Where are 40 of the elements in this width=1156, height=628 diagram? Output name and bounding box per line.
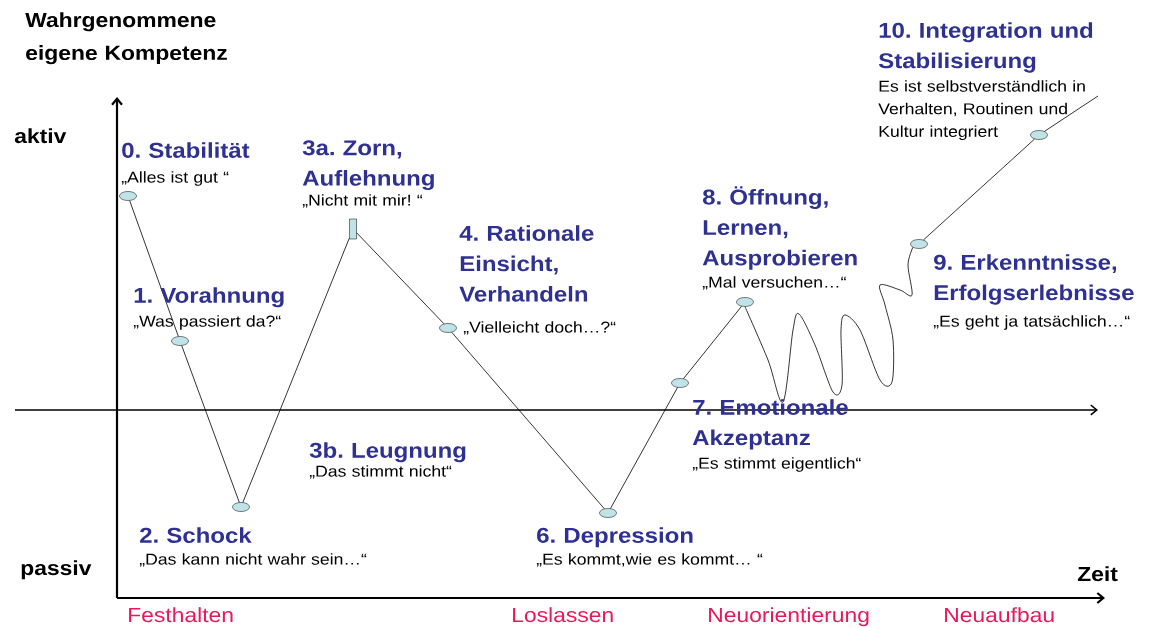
quote-text: „Mal versuchen…“ [702, 276, 846, 290]
phase-label: Neuaufbau [945, 607, 1054, 623]
phase-title: 10. Integration und Stabilisierung [878, 22, 1093, 73]
phase-title: 6. Depression [537, 527, 693, 548]
quote-text: „Das stimmt nicht“ [309, 465, 452, 479]
curve-line [610, 387, 678, 509]
axis-label: Wahrgenommene eigene Kompetenz [25, 12, 227, 65]
axis-label: passiv [21, 560, 92, 580]
phase-label: Neuorientierung [709, 607, 869, 627]
quote-text: „Es geht ja tatsächlich…“ [933, 315, 1130, 330]
axis-label: aktiv [14, 128, 67, 144]
phase-title: 3a. Zorn, Auflehnung [302, 140, 434, 191]
phase-title: 3b. Leugnung [309, 442, 466, 463]
phase-title: 4. Rationale Einsicht, Verhandeln [459, 225, 594, 302]
quote-text: „Das kann nicht wahr sein…“ [139, 553, 367, 567]
quote-text: „Alles ist gut “ [121, 171, 229, 186]
quote-text: Es ist selbstverständlich in Verhalten, Routinen und Kultur integriert [878, 80, 1085, 141]
phase-title: 8. Öffnung, Lernen, Ausprobieren [702, 186, 857, 270]
curve-line [923, 138, 1035, 241]
quote-text: „Nicht mit mir! “ [302, 194, 423, 208]
quote-text: „Es stimmt eigentlich“ [692, 457, 861, 472]
phase-title: 1. Vorahnung [134, 287, 284, 308]
quote-text: „Es kommt,wie es kommt… “ [536, 553, 763, 567]
marker-box [349, 218, 357, 240]
curve-line [242, 237, 350, 503]
phase-title: 2. Schock [140, 527, 252, 543]
quote-text: „Vielleicht doch…?“ [463, 321, 616, 335]
phase-label: Loslassen [513, 607, 613, 623]
curve-line [744, 246, 914, 403]
phase-title: 0. Stabilität [122, 142, 250, 158]
curve-line [683, 305, 742, 380]
axis-label: Zeit [1077, 566, 1118, 582]
curve-line [451, 331, 605, 510]
curve-line [181, 345, 240, 503]
curve-line [1044, 95, 1099, 132]
curve-line [129, 200, 179, 337]
curve-line [356, 232, 445, 325]
phase-label: Festhalten [129, 607, 233, 623]
phase-title: 9. Erkenntnisse, Erfolgserlebnisse [934, 254, 1134, 305]
quote-text: „Was passiert da?“ [133, 315, 281, 330]
